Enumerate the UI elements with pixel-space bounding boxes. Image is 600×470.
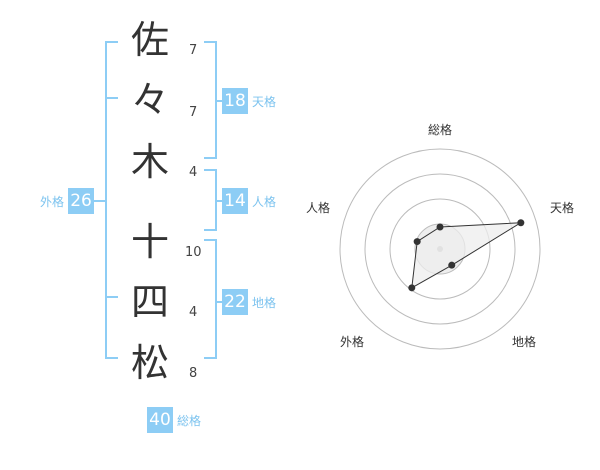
jinkaku-value: 14 <box>222 188 248 214</box>
chikaku-bracket <box>204 239 217 359</box>
chikaku-label: 地格 <box>252 295 277 310</box>
name-char-6: 松 <box>130 341 169 385</box>
tenkaku-badge: 18 天格 <box>222 88 276 114</box>
soukaku-label: 総格 <box>177 413 202 428</box>
stroke-count-2: 7 <box>189 105 198 120</box>
radar-label-jinkaku: 人格 <box>305 201 330 215</box>
stroke-count-4: 10 <box>185 245 202 260</box>
gaikaku-value: 26 <box>68 188 95 214</box>
radar-ring-2 <box>389 198 491 300</box>
radar-point-1 <box>436 223 444 231</box>
radar-label-tenkaku: 天格 <box>549 201 574 215</box>
stroke-count-6: 8 <box>189 366 198 381</box>
tenkaku-value: 18 <box>222 88 248 114</box>
tenkaku-label: 天格 <box>252 94 277 109</box>
radar-label-chikaku: 地格 <box>511 335 536 349</box>
stroke-count-5: 4 <box>189 305 198 320</box>
radar-point-2 <box>517 219 525 227</box>
name-char-1: 佐 <box>130 18 169 62</box>
soukaku-badge: 40 総格 <box>147 407 201 433</box>
radar-label-gaikaku: 外格 <box>339 335 364 349</box>
stroke-count-3: 4 <box>189 165 198 180</box>
gaikaku-label: 外格 <box>40 194 65 209</box>
radar-polygon <box>411 222 522 289</box>
radar-point-4 <box>408 284 416 292</box>
chikaku-value: 22 <box>222 289 248 315</box>
radar-ring-4 <box>339 148 541 350</box>
gaikaku-badge: 外格 26 <box>40 188 95 214</box>
name-char-4: 十 <box>130 220 169 264</box>
soukaku-value: 40 <box>147 407 173 433</box>
radar-point-3 <box>448 261 456 269</box>
radar-ring-3 <box>364 173 516 325</box>
jinkaku-badge: 14 人格 <box>222 188 276 214</box>
chikaku-badge: 22 地格 <box>222 289 276 315</box>
jinkaku-label: 人格 <box>252 194 277 209</box>
name-char-2: 々 <box>130 78 169 122</box>
radar-label-soukaku: 総格 <box>427 123 452 137</box>
name-char-5: 四 <box>130 280 169 324</box>
radar-point-5 <box>413 238 421 246</box>
stroke-count-1: 7 <box>189 43 198 58</box>
name-char-3: 木 <box>130 140 169 184</box>
